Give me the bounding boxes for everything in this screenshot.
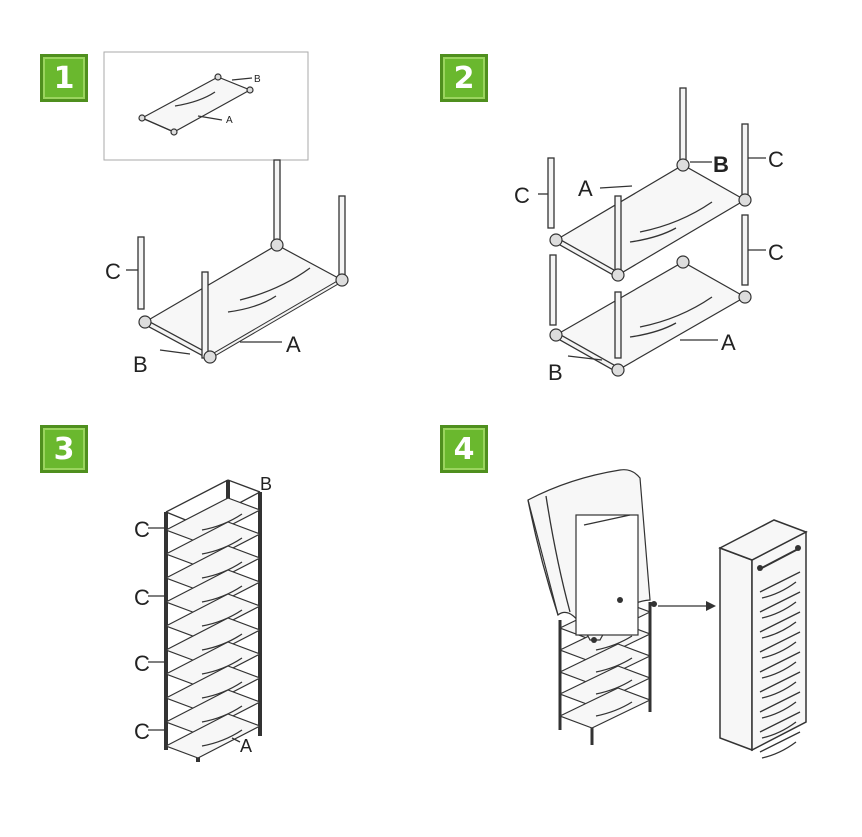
step-3-label-c3: C xyxy=(134,651,150,676)
step-4-finished-rack xyxy=(718,519,808,759)
step-2-label-c-right-mid: C xyxy=(768,240,784,265)
visible-shelf xyxy=(759,691,801,719)
visible-shelf xyxy=(759,671,801,699)
step-3-badge: 3 xyxy=(40,425,88,473)
shelf-tier xyxy=(558,643,652,685)
step-3-label-c2: C xyxy=(134,585,150,610)
visible-shelf xyxy=(759,571,801,599)
step-1-number: 1 xyxy=(53,60,75,96)
step-2-label-a-top: A xyxy=(578,176,593,201)
inset-label-a: A xyxy=(226,115,233,126)
visible-shelf xyxy=(759,731,801,759)
step-2-label-c-left: C xyxy=(514,183,530,208)
step-2-label-b-top: B xyxy=(713,152,729,177)
step-1-frame: C B A xyxy=(105,159,349,377)
shelf-tier xyxy=(558,687,652,729)
step-1-label-a: A xyxy=(286,332,301,357)
step-3-label-b: B xyxy=(260,474,272,494)
visible-shelf xyxy=(759,631,801,659)
step-2-label-b-bottom: B xyxy=(548,360,563,385)
step-3-label-c1: C xyxy=(134,517,150,542)
step-3-tiers xyxy=(164,497,262,759)
step-4-badge: 4 xyxy=(440,425,488,473)
step-1-label-b: B xyxy=(133,352,148,377)
step-1-badge: 1 xyxy=(40,54,88,102)
visible-shelf xyxy=(759,651,801,679)
visible-shelf xyxy=(759,711,801,739)
shelf-tier xyxy=(558,665,652,707)
step-2-badge: 2 xyxy=(440,54,488,102)
step-2-label-c-right-top: C xyxy=(768,147,784,172)
step-4-arrow xyxy=(658,601,716,611)
step-2-number: 2 xyxy=(453,60,475,96)
step-4-cover-draping xyxy=(527,469,657,745)
step-3-number: 3 xyxy=(53,431,75,467)
inset-label-b: B xyxy=(254,74,261,85)
visible-shelf xyxy=(759,611,801,639)
step-4-number: 4 xyxy=(453,431,475,467)
step-1-inset: B A xyxy=(103,51,309,161)
shelf-tier xyxy=(164,713,262,759)
step-1-label-c: C xyxy=(105,259,121,284)
visible-shelf xyxy=(759,591,801,619)
step-2-label-a-bottom: A xyxy=(721,330,736,355)
step-3-label-a: A xyxy=(240,736,252,756)
step-3-label-c4: C xyxy=(134,719,150,744)
